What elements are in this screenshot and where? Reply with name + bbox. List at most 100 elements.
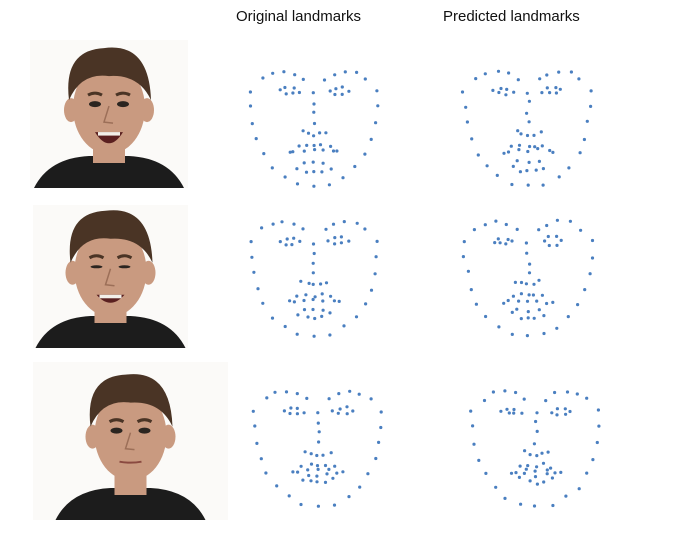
landmark-point bbox=[575, 392, 579, 396]
landmark-point bbox=[312, 121, 317, 126]
landmark-point bbox=[532, 316, 536, 320]
landmark-point bbox=[553, 471, 557, 475]
landmark-point bbox=[321, 161, 325, 165]
landmark-point bbox=[320, 314, 324, 318]
landmark-point bbox=[557, 70, 561, 74]
original-landmarks-row-1 bbox=[248, 70, 380, 188]
landmark-point bbox=[337, 299, 341, 303]
landmark-point bbox=[498, 241, 502, 245]
teeth bbox=[98, 132, 120, 136]
landmark-point bbox=[363, 77, 367, 81]
landmark-point bbox=[512, 407, 516, 412]
landmark-point bbox=[496, 69, 501, 73]
landmark-point bbox=[309, 479, 313, 483]
landmark-point bbox=[549, 466, 553, 470]
landmark-point bbox=[528, 262, 532, 266]
landmark-point bbox=[547, 243, 551, 248]
landmark-point bbox=[261, 76, 265, 80]
landmark-point bbox=[289, 406, 293, 410]
landmark-point bbox=[576, 303, 580, 307]
landmark-point bbox=[544, 399, 548, 403]
landmark-point bbox=[545, 472, 549, 476]
landmark-point bbox=[295, 392, 299, 396]
landmark-point bbox=[526, 183, 530, 187]
landmark-point bbox=[290, 243, 294, 247]
landmark-point bbox=[327, 397, 331, 401]
landmark-point bbox=[507, 71, 511, 75]
landmark-point bbox=[307, 281, 311, 285]
landmark-point bbox=[341, 470, 345, 474]
landmark-point bbox=[312, 334, 316, 338]
landmark-point bbox=[555, 243, 559, 247]
landmark-point bbox=[554, 86, 558, 90]
landmark-point bbox=[526, 316, 530, 320]
landmark-point bbox=[551, 150, 555, 154]
landmark-point bbox=[541, 183, 545, 187]
landmark-point bbox=[329, 294, 333, 298]
landmark-point bbox=[331, 222, 336, 226]
landmark-point bbox=[519, 132, 523, 136]
landmark-point bbox=[494, 485, 498, 489]
landmark-point bbox=[567, 166, 571, 170]
landmark-point bbox=[302, 298, 306, 303]
landmark-point bbox=[301, 77, 305, 81]
landmark-point bbox=[327, 467, 331, 471]
landmark-point bbox=[511, 164, 515, 168]
landmark-point bbox=[519, 502, 523, 506]
landmark-point bbox=[299, 502, 303, 507]
landmark-point bbox=[250, 122, 254, 126]
landmark-point bbox=[330, 409, 334, 413]
landmark-point bbox=[311, 91, 315, 95]
landmark-point bbox=[316, 411, 320, 415]
landmark-point bbox=[333, 73, 337, 77]
landmark-point bbox=[312, 184, 316, 188]
landmark-point bbox=[512, 90, 516, 94]
landmark-point bbox=[565, 390, 570, 394]
landmark-point bbox=[347, 89, 351, 93]
landmark-point bbox=[377, 440, 381, 444]
landmark-point bbox=[278, 240, 282, 244]
landmark-point bbox=[525, 251, 529, 255]
landmark-point bbox=[376, 104, 380, 108]
left-eyebrow bbox=[88, 254, 105, 260]
landmark-point bbox=[590, 238, 595, 243]
landmark-point bbox=[339, 235, 343, 239]
landmark-point bbox=[284, 390, 289, 394]
landmark-point bbox=[254, 137, 258, 141]
landmark-point bbox=[510, 310, 514, 314]
landmark-point bbox=[296, 470, 300, 474]
landmark-point bbox=[335, 149, 339, 153]
landmark-point bbox=[520, 411, 524, 415]
landmark-point bbox=[328, 333, 332, 337]
landmark-point bbox=[499, 86, 503, 91]
landmark-point bbox=[564, 494, 568, 498]
shirt bbox=[35, 316, 186, 348]
landmark-point bbox=[534, 168, 538, 172]
landmark-point bbox=[494, 219, 498, 223]
predicted-landmarks-row-3 bbox=[469, 389, 601, 508]
landmark-point bbox=[264, 471, 268, 475]
landmark-point bbox=[373, 272, 377, 276]
predicted-landmarks-row-2 bbox=[461, 218, 595, 338]
landmark-point bbox=[559, 238, 563, 242]
landmark-point bbox=[296, 313, 300, 317]
landmark-point bbox=[526, 310, 530, 314]
landmark-point bbox=[292, 222, 296, 226]
right-eye bbox=[138, 427, 151, 434]
landmark-point bbox=[546, 450, 550, 454]
landmark-point bbox=[569, 70, 573, 74]
landmark-point bbox=[295, 332, 299, 336]
landmark-point bbox=[343, 70, 347, 74]
landmark-point bbox=[499, 409, 503, 413]
landmark-point bbox=[519, 280, 524, 285]
landmark-point bbox=[302, 308, 307, 312]
landmark-point bbox=[568, 219, 572, 223]
landmark-point bbox=[335, 471, 339, 475]
landmark-point bbox=[325, 472, 329, 476]
landmark-point bbox=[339, 241, 343, 245]
landmark-point bbox=[504, 93, 508, 97]
landmark-point bbox=[503, 389, 507, 393]
landmark-point bbox=[535, 299, 539, 303]
landmark-point bbox=[535, 454, 539, 458]
landmark-point bbox=[345, 412, 349, 416]
